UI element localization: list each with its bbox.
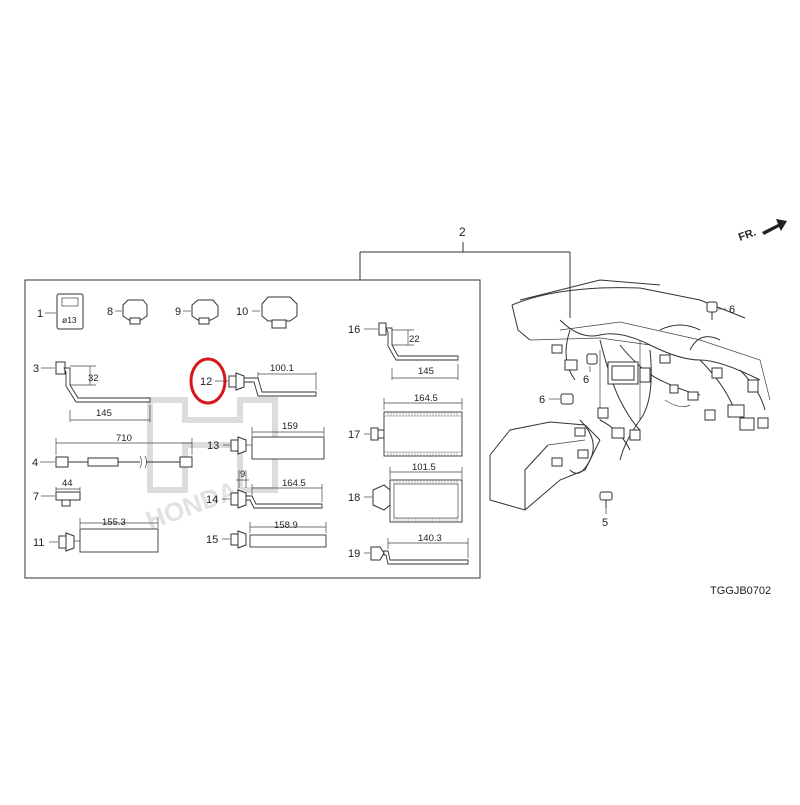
callout-15: 15 — [206, 534, 218, 546]
part-5: 5 — [599, 491, 613, 529]
part-18-ribs — [393, 480, 458, 522]
dim-p12-width: 100.1 — [270, 363, 294, 374]
dim-p14-width: 164.5 — [282, 478, 306, 489]
dim-p16-height: 22 — [409, 334, 420, 345]
callout-5: 5 — [602, 517, 608, 529]
callout-14: 14 — [206, 494, 218, 506]
fr-arrow-icon — [762, 219, 787, 235]
dim-p15-width: 158.9 — [274, 520, 298, 531]
part-3: 3 32 145 — [33, 361, 151, 422]
part-9: 9 — [175, 299, 219, 325]
callout-9: 9 — [175, 306, 181, 318]
part-11: 11 155.3 — [33, 517, 159, 553]
callout-6c: 6 — [539, 394, 545, 406]
callout-10: 10 — [236, 306, 248, 318]
fr-label: FR. — [737, 226, 758, 243]
part-1: 1 ø13 — [37, 293, 84, 330]
dim-p11-width: 155.3 — [102, 517, 126, 528]
callout-4: 4 — [32, 457, 38, 469]
diagram-code: TGGJB0702 — [710, 585, 771, 597]
callout-2: 2 — [459, 225, 466, 239]
part-19: 19 140.3 — [348, 533, 469, 565]
part-14: 14 9 164.5 — [206, 469, 323, 509]
part-10: 10 — [236, 296, 298, 329]
part-4: 4 710 — [32, 433, 193, 469]
dim-p4-length: 710 — [116, 433, 132, 444]
dim-p16-width: 145 — [418, 366, 434, 377]
callout-17: 17 — [348, 429, 360, 441]
callout-7: 7 — [33, 491, 39, 503]
honda-watermark: HONDA — [142, 397, 278, 536]
part-8: 8 — [107, 299, 148, 325]
callout-19: 19 — [348, 548, 360, 560]
callout-6a: 6 — [729, 304, 735, 316]
callout-16: 16 — [348, 324, 360, 336]
part-6-middle: 6 — [583, 353, 598, 386]
callout-1: 1 — [37, 308, 43, 320]
part-12: 12 100.1 — [189, 357, 317, 405]
callout-12: 12 — [200, 376, 212, 388]
assembly-callout: 2 — [359, 225, 571, 318]
dim-p13-width: 159 — [282, 421, 298, 432]
part-6-upper: 6 — [706, 301, 735, 320]
part-13: 13 159 — [207, 421, 325, 460]
callout-3: 3 — [33, 363, 39, 375]
dim-p19-width: 140.3 — [418, 533, 442, 544]
dim-p18-width: 101.5 — [412, 462, 436, 473]
part-17-ribs — [387, 412, 458, 456]
part-18: 18 101.5 — [348, 462, 463, 523]
callout-18: 18 — [348, 492, 360, 504]
part-1-size: ø13 — [62, 315, 77, 325]
callout-13: 13 — [207, 440, 219, 452]
callout-11: 11 — [33, 537, 44, 549]
dim-p3-width: 145 — [96, 408, 112, 419]
callout-6b: 6 — [583, 374, 589, 386]
dim-p3-height: 32 — [88, 373, 99, 384]
dim-p7-width: 44 — [62, 478, 73, 489]
front-direction-indicator: FR. — [737, 219, 787, 244]
parts-group-frame — [24, 279, 481, 579]
part-6-left: 6 — [539, 393, 574, 406]
part-15: 15 158.9 — [206, 520, 327, 549]
part-16: 16 22 145 — [348, 322, 459, 380]
part-17: 17 164.5 — [348, 393, 463, 457]
dim-p14-height: 9 — [240, 469, 245, 480]
dim-p17-width: 164.5 — [414, 393, 438, 404]
callout-8: 8 — [107, 306, 113, 318]
watermark-text: HONDA — [142, 475, 242, 536]
part-7: 7 44 — [33, 478, 81, 507]
dashboard-harness-illustration — [489, 279, 771, 511]
